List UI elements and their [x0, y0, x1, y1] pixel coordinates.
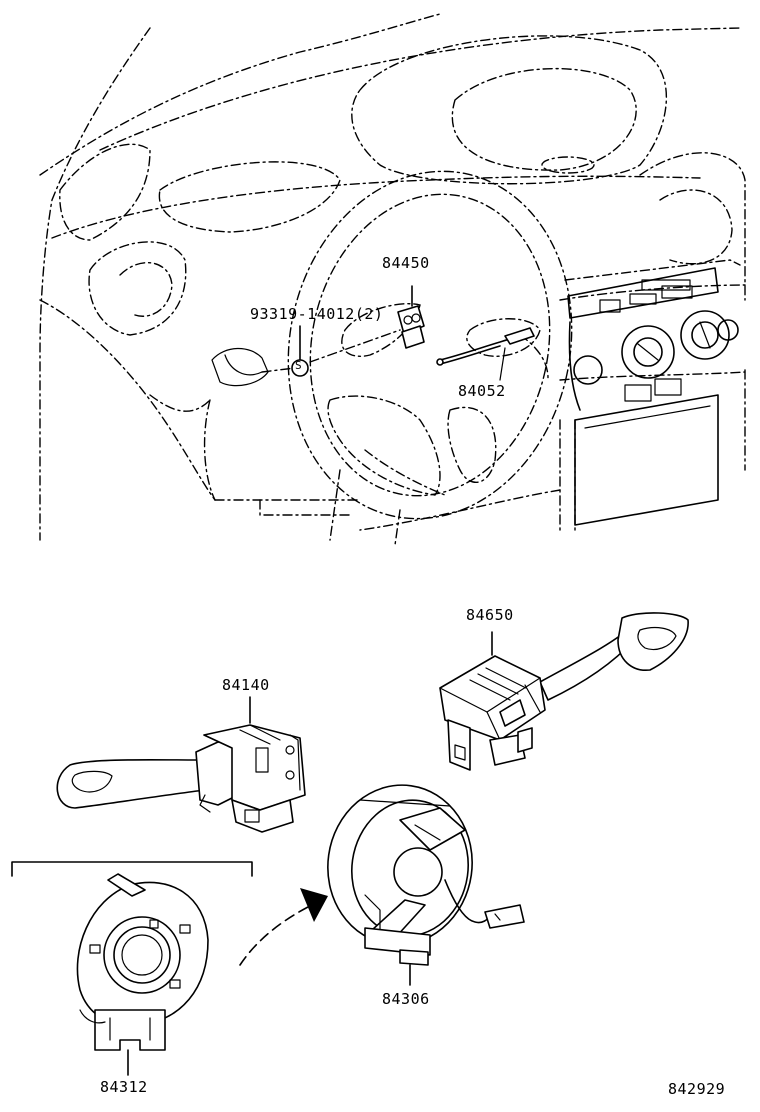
screw-marker-icon — [291, 359, 309, 377]
dashboard-outline — [39, 13, 746, 546]
horn-button-connector — [397, 285, 425, 349]
illustration-number: 842929 — [668, 1080, 726, 1098]
label-wiper-switch: 84650 — [466, 606, 514, 624]
center-console — [567, 267, 739, 526]
label-spiral-cable: 84306 — [382, 990, 430, 1008]
label-airbag-bolt: 93319-14012(2) — [250, 305, 384, 323]
turn-signal-switch-part — [56, 696, 306, 833]
wiper-switch-part — [439, 612, 689, 771]
spiral-cable-subassy-part — [11, 861, 253, 1076]
curved-arrow-icon — [239, 888, 328, 966]
screw-marker-letter: S — [295, 359, 303, 372]
label-spiral-cable-sub: 84312 — [100, 1078, 148, 1096]
label-turn-signal-switch: 84140 — [222, 676, 270, 694]
label-horn-wire: 84052 — [458, 382, 506, 400]
horn-wire — [436, 327, 535, 381]
label-horn-button-assy: 84450 — [382, 254, 430, 272]
screw-callout — [299, 325, 401, 363]
spiral-cable-part — [327, 784, 525, 986]
